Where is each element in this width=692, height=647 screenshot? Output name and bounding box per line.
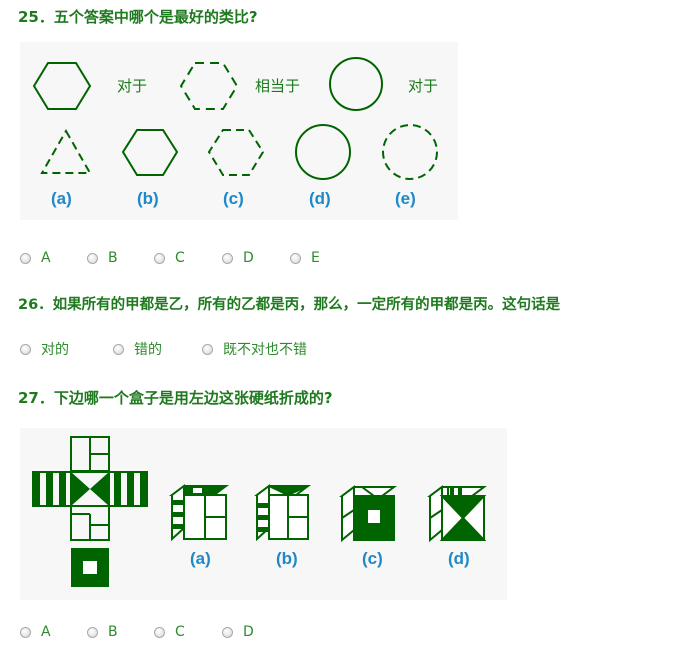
stripes-right <box>114 472 147 506</box>
option-label: E <box>311 250 320 266</box>
radio-button[interactable] <box>87 626 98 638</box>
radio-button[interactable] <box>87 252 98 264</box>
radio-button[interactable] <box>20 252 31 264</box>
q25-option-c[interactable]: C <box>154 250 222 266</box>
q27-option-a[interactable]: A <box>20 624 87 640</box>
q27-option-b[interactable]: B <box>87 624 154 640</box>
q25-title: 25．五个答案中哪个是最好的类比? <box>18 8 258 26</box>
radio-button[interactable] <box>222 626 233 638</box>
choice-d-solid-circle <box>295 124 351 180</box>
radio-button[interactable] <box>290 252 301 264</box>
radio-button[interactable] <box>154 252 165 264</box>
radio-button[interactable] <box>20 626 31 638</box>
choice-label-a: (a) <box>51 189 72 208</box>
q26-option-neither[interactable]: 既不对也不错 <box>202 339 307 359</box>
q27-figure: (a) (b) (c) (d) <box>20 428 507 600</box>
text-duiyu-1: 对于 <box>117 77 147 95</box>
option-label: A <box>41 250 51 266</box>
q25-options: A B C D E <box>20 250 320 266</box>
option-label: 对的 <box>41 342 69 358</box>
choice-b-solid-hexagon <box>121 129 179 176</box>
radio-button[interactable] <box>113 343 124 355</box>
choice-label-d: (d) <box>309 189 331 208</box>
choice-label-a: (a) <box>190 549 211 568</box>
q25-figure-svg: 对于 相当于 对于 (a) (b) (c) (d) (e) <box>32 57 438 208</box>
q27-title: 27．下边哪一个盒子是用左边这张硬纸折成的? <box>18 389 333 407</box>
option-label: B <box>108 250 118 266</box>
option-label: D <box>243 624 254 640</box>
q27-figure-svg: (a) (b) (c) (d) <box>32 436 487 587</box>
q26-options: 对的 错的 既不对也不错 <box>20 339 307 359</box>
option-label: C <box>175 624 185 640</box>
option-label: C <box>175 250 185 266</box>
bowtie-center <box>71 472 90 506</box>
q25-option-d[interactable]: D <box>222 250 290 266</box>
solid-hexagon-shape <box>32 62 92 110</box>
q27-option-c[interactable]: C <box>154 624 222 640</box>
choice-label-c: (c) <box>223 189 244 208</box>
q26-option-wrong[interactable]: 错的 <box>113 339 202 359</box>
q27-options: A B C D <box>20 624 254 640</box>
option-label: 错的 <box>134 342 162 358</box>
option-label: 既不对也不错 <box>223 342 307 358</box>
box-d <box>427 485 487 543</box>
option-label: A <box>41 624 51 640</box>
radio-button[interactable] <box>20 343 31 355</box>
q27-option-d[interactable]: D <box>222 624 254 640</box>
choice-a-dashed-triangle <box>40 128 92 174</box>
box-a <box>169 484 229 542</box>
box-c <box>339 485 397 543</box>
radio-button[interactable] <box>222 252 233 264</box>
radio-button[interactable] <box>202 343 213 355</box>
choice-label-b: (b) <box>137 189 159 208</box>
q26-option-right[interactable]: 对的 <box>20 339 113 359</box>
stripes-left <box>33 472 66 506</box>
choice-c-dashed-hexagon <box>207 129 265 176</box>
choice-e-dashed-circle <box>382 124 438 180</box>
dashed-hexagon-shape <box>179 62 239 110</box>
radio-button[interactable] <box>154 626 165 638</box>
solid-circle-shape <box>329 57 383 111</box>
choice-label-e: (e) <box>395 189 416 208</box>
choice-label-d: (d) <box>448 549 470 568</box>
q25-option-a[interactable]: A <box>20 250 87 266</box>
q25-option-b[interactable]: B <box>87 250 154 266</box>
text-xiangdangyu: 相当于 <box>255 77 300 95</box>
q25-figure: 对于 相当于 对于 (a) (b) (c) (d) (e) <box>20 42 458 220</box>
choice-label-b: (b) <box>276 549 298 568</box>
text-duiyu-2: 对于 <box>408 77 438 95</box>
option-label: D <box>243 250 254 266</box>
box-b <box>254 484 311 542</box>
option-label: B <box>108 624 118 640</box>
q25-option-e[interactable]: E <box>290 250 320 266</box>
q26-title: 26．如果所有的甲都是乙，所有的乙都是丙，那么，一定所有的甲都是丙。这句话是 <box>18 297 561 313</box>
choice-label-c: (c) <box>362 549 383 568</box>
